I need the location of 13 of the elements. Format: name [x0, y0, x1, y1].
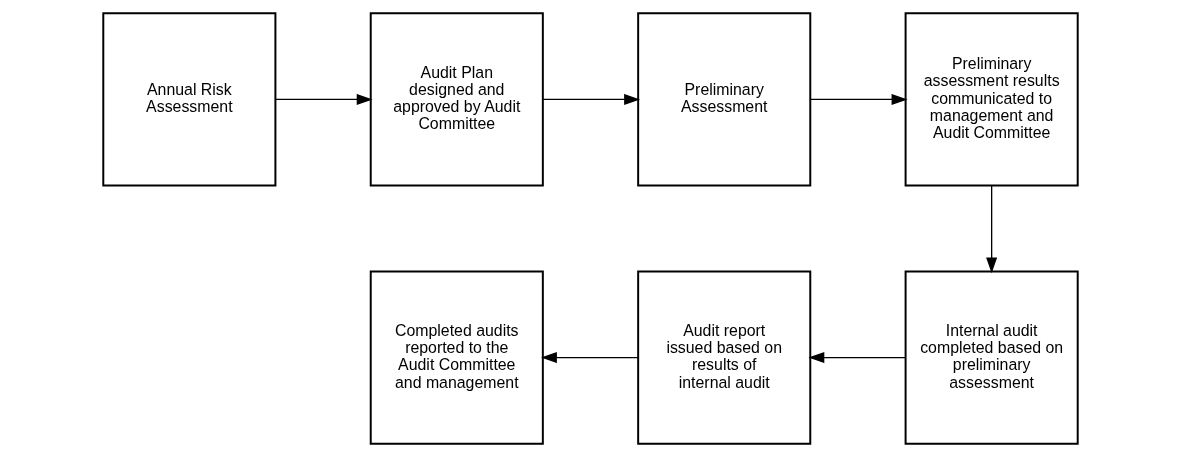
- node-box: Preliminary assessment results communicated to management and Audit Committee: [904, 12, 1079, 187]
- arrow: [986, 185, 998, 274]
- node-box: Preliminary Assessment: [637, 12, 812, 187]
- arrow: [541, 352, 639, 364]
- arrow: [542, 93, 641, 105]
- node-box: Audit Plan designed and approved by Audit Committee: [369, 12, 544, 187]
- node-box: Completed audits reported to the Audit Committee and management: [369, 270, 544, 445]
- arrow: [809, 93, 908, 105]
- arrow: [808, 352, 907, 364]
- node-box: Audit report issued based on results of internal audit: [637, 270, 812, 445]
- arrow: [274, 93, 373, 105]
- node-box: Annual Risk Assessment: [102, 12, 277, 187]
- node-box: Internal audit completed based on preliminary assessment: [904, 270, 1079, 445]
